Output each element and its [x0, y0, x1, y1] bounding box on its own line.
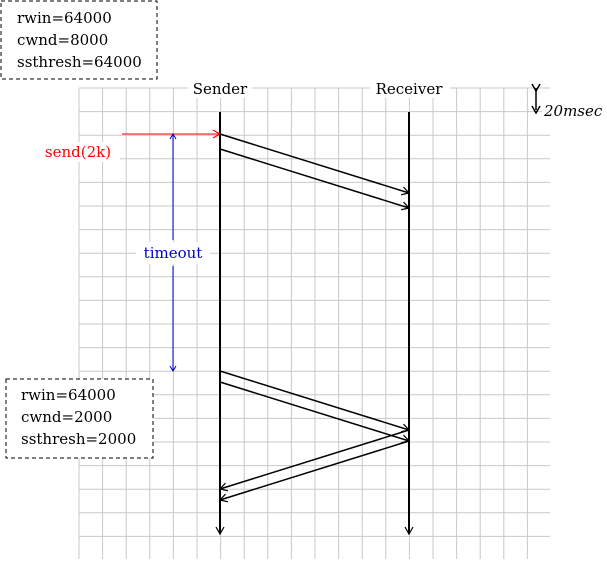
receiver-label: Receiver: [376, 80, 444, 98]
retransmit-arrow-1: [219, 370, 411, 433]
ack-arrow-2: [218, 440, 410, 503]
scale-label: 20msec: [543, 102, 603, 120]
ack-arrow-1: [218, 429, 410, 492]
state-after-cwnd: cwnd=2000: [21, 408, 112, 426]
receiver-label-bg: [370, 78, 450, 98]
scale-bg: [542, 96, 606, 122]
state-after-ssthresh: ssthresh=2000: [21, 430, 136, 448]
state-box-after-timeout-frame: [5, 378, 154, 459]
sender-label-bg: [188, 78, 252, 98]
state-box-initial-frame: [0, 0, 158, 80]
timeout-label: timeout: [144, 244, 203, 262]
segment-arrow-2: [219, 148, 411, 211]
send-label: send(2k): [45, 143, 111, 161]
state-initial-rwin: rwin=64000: [17, 9, 112, 27]
sender-label: Sender: [193, 80, 248, 98]
state-initial-ssthresh: ssthresh=64000: [17, 53, 142, 71]
send-label-bg: [36, 142, 120, 162]
grid: [78, 87, 550, 559]
state-after-rwin: rwin=64000: [21, 386, 116, 404]
state-box-initial: rwin=64000 cwnd=8000 ssthresh=64000: [0, 0, 158, 80]
state-box-after-timeout: rwin=64000 cwnd=2000 ssthresh=2000: [5, 378, 154, 459]
timeout-label-bg: [136, 242, 210, 264]
state-initial-cwnd: cwnd=8000: [17, 31, 108, 49]
retransmit-arrow-2: [219, 381, 411, 444]
segment-arrow-1: [219, 133, 411, 196]
